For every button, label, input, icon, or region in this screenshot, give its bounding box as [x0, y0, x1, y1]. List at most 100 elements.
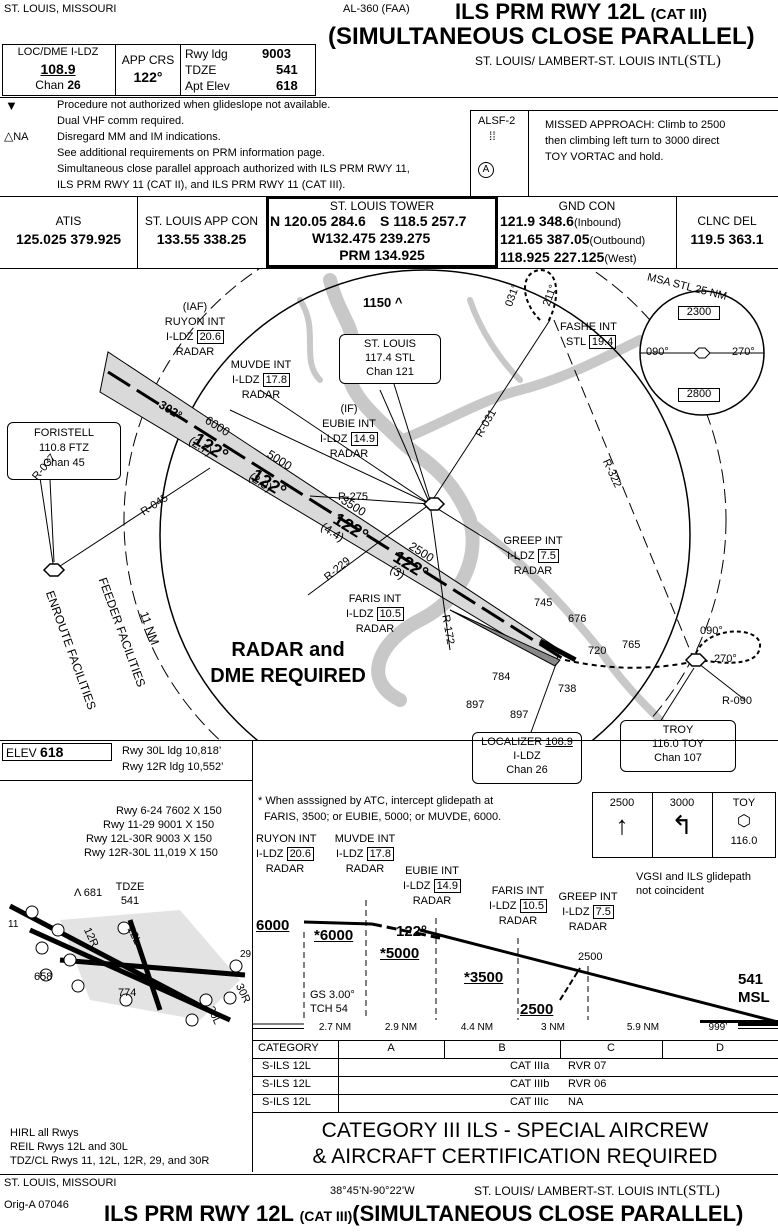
- muvde-ildz: I-LDZ: [232, 374, 260, 386]
- rwy-data-4: Rwy 12R-30L 11,019 X 150: [84, 847, 218, 859]
- footer-orig: Orig-A 07046: [4, 1199, 69, 1211]
- runways: [8, 903, 246, 1023]
- prof-greep: GREEP INT I-LDZ 7.5 RADAR: [556, 890, 620, 935]
- note-line-6: ILS PRM RWY 11 (CAT II), and ILS PRM RWY…: [57, 179, 346, 191]
- vgsi-2: not coincident: [636, 885, 704, 897]
- prof-muvde-dme-line: I-LDZ 17.8: [334, 847, 396, 862]
- min-header-b: B: [498, 1042, 506, 1054]
- muvde-fix: MUVDE INT I-LDZ 17.8 RADAR: [226, 358, 296, 403]
- atis-freq: 125.025 379.925: [15, 231, 122, 247]
- min-header-c: C: [607, 1042, 615, 1054]
- min-row-1-rvr-value: 07: [594, 1060, 607, 1072]
- footer-city-state: ST. LOUIS, MISSOURI: [4, 1177, 117, 1189]
- prof-alt-5000s: *5000: [380, 945, 420, 962]
- stl-chan: Chan 121: [366, 366, 414, 378]
- gnd-1-note: (Inbound): [573, 217, 622, 229]
- apt-tdze-label: TDZE: [115, 881, 145, 893]
- loc-freq: 108.9: [40, 61, 76, 77]
- chart-subtitle: (SIMULTANEOUS CLOSE PARALLEL): [328, 23, 755, 50]
- foristell-name: FORISTELL: [34, 427, 94, 439]
- min-row-2-rvr: RVR 06: [568, 1078, 607, 1091]
- title-cat: (CAT III): [650, 6, 707, 23]
- apt-obs-774: 774: [118, 987, 137, 999]
- stl-freq: 117.4 STL: [365, 352, 415, 364]
- ruyon-name: RUYON INT: [164, 316, 226, 328]
- apt-tdze-value: 541: [120, 895, 140, 907]
- loc-box-ident: I-LDZ: [513, 750, 541, 762]
- rwy-data-2: Rwy 11-29 9001 X 150: [103, 819, 215, 831]
- obs-897a: 897: [466, 699, 485, 711]
- greep-dme-line: I-LDZ 7.5: [498, 549, 568, 564]
- plan-view: [34, 268, 765, 740]
- ruyon-iaf-label: (IAF): [182, 301, 208, 313]
- lights-3: TDZ/CL Rwys 11, 12L, 12R, 29, and 30R: [10, 1155, 210, 1167]
- gnd-2-note: (Outbound): [589, 235, 646, 247]
- prof-alt-2500: 2500: [520, 1001, 554, 1018]
- lights-2: REIL Rwys 12L and 30L: [10, 1141, 128, 1153]
- hold-270: 270°: [714, 653, 737, 665]
- footer-airport: ST. LOUIS/ LAMBERT-ST. LOUIS INTL(STL): [474, 1183, 720, 1200]
- lights-1: HIRL all Rwys: [10, 1127, 79, 1139]
- prof-eubie-radar: RADAR: [412, 895, 452, 907]
- apt-elev-value: 618: [276, 78, 298, 93]
- eubie-if: (IF): [340, 403, 358, 415]
- stl-vortac-box: ST. LOUIS 117.4 STL Chan 121: [339, 334, 441, 384]
- elev-box: [2, 743, 112, 761]
- apt-tdze: TDZE 541: [110, 880, 150, 908]
- faris-ildz: I-LDZ: [346, 608, 374, 620]
- cat3-banner-2: & AIRCRAFT CERTIFICATION REQUIRED: [312, 1145, 718, 1168]
- footer-title-cat: (CAT III): [299, 1208, 353, 1224]
- prof-eubie-dme: 14.9: [433, 879, 461, 893]
- prof-faris-dme-line: I-LDZ 10.5: [486, 899, 550, 914]
- profile-note-2: FARIS, 3500; or EUBIE, 5000; or MUVDE, 6…: [264, 811, 502, 823]
- obs-897b: 897: [510, 709, 529, 721]
- profile-glidepath: [419, 928, 778, 1024]
- obs-720: 720: [588, 645, 607, 657]
- min-row-3-rvr: NA: [568, 1096, 584, 1108]
- ldg-30l: Rwy 30L ldg 10,818’: [122, 745, 222, 757]
- min-row-2-rvr-label: RVR: [568, 1078, 592, 1090]
- na-label: NA: [13, 131, 29, 143]
- obs-738: 738: [558, 683, 577, 695]
- min-row-1-rvr-label: RVR: [568, 1060, 592, 1072]
- rwy-data-1: Rwy 6-24 7602 X 150: [116, 805, 222, 817]
- foristell-chan: Chan 45: [43, 457, 85, 469]
- msa-2300: 2300: [678, 306, 720, 320]
- icon-toy-freq: 116.0: [730, 835, 758, 847]
- prof-ruyon-dme: 20.6: [286, 847, 314, 861]
- rwy-label-11: 11: [8, 919, 19, 930]
- note-line-1: Procedure not authorized when glideslope…: [57, 99, 331, 111]
- faris-fix: FARIS INT I-LDZ 10.5 RADAR: [340, 592, 410, 637]
- elev-label: ELEV 618: [6, 745, 63, 760]
- note-line-2: Dual VHF comm required.: [57, 115, 185, 127]
- radar-required-1: RADAR and: [231, 639, 345, 661]
- tower-label: ST. LOUIS TOWER: [329, 199, 435, 213]
- approach-light-circles: [25, 905, 243, 1027]
- tower-n: N 120.05 284.6: [270, 213, 366, 229]
- stl-name: ST. LOUIS: [364, 338, 416, 350]
- radar-required-2: DME REQUIRED: [210, 665, 366, 687]
- tower-s: S 118.5 257.7: [380, 213, 467, 229]
- prof-faris-ildz: I-LDZ: [489, 900, 517, 912]
- dist-seg-5: 5.9 NM: [588, 1022, 698, 1034]
- loc-chan: Chan 26: [4, 79, 112, 92]
- tower-prm: PRM 134.925: [339, 247, 425, 263]
- apt-elev-label: Apt Elev: [185, 79, 230, 93]
- ruyon-dme: 20.6: [196, 330, 224, 344]
- obs-676: 676: [568, 613, 587, 625]
- ldg-12r: Rwy 12R ldg 10,552’: [122, 761, 224, 773]
- footer-title: ILS PRM RWY 12L (CAT III)(SIMULTANEOUS C…: [104, 1202, 743, 1225]
- prof-alt-3500s: *3500: [464, 969, 504, 986]
- radial-lines: [34, 319, 746, 701]
- min-row-3-name: S-ILS 12L: [262, 1096, 311, 1108]
- prof-faris-name: FARIS INT: [491, 885, 545, 897]
- min-row-2-rvr-value: 06: [594, 1078, 607, 1090]
- tower-box: [266, 196, 498, 268]
- airport-diagram: [8, 903, 246, 1027]
- rwy-ldg-label: Rwy ldg: [185, 47, 228, 61]
- prof-ruyon-radar: RADAR: [265, 863, 305, 875]
- muvde-radar: RADAR: [241, 389, 281, 401]
- eubie-name: EUBIE INT: [322, 418, 376, 430]
- alsf-circle-icon: A: [478, 162, 494, 178]
- note-line-4: See additional requirements on PRM infor…: [57, 147, 325, 159]
